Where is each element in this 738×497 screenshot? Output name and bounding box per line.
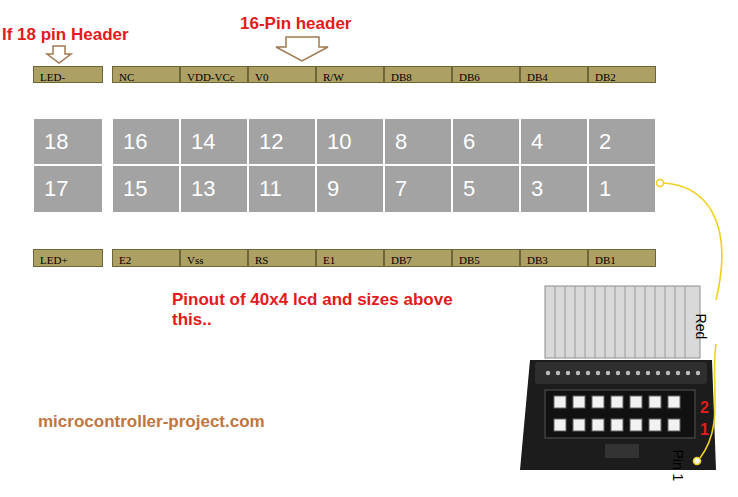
pin-number-cell: 17 bbox=[33, 165, 103, 213]
pin-label-cell: NC bbox=[112, 66, 180, 83]
pin-number-cell: 6 bbox=[452, 118, 520, 165]
pin-name: RS bbox=[249, 253, 268, 267]
pin-label-cell: RS bbox=[248, 249, 316, 267]
pin-number: 7 bbox=[385, 166, 407, 202]
pin-label-cell: DB6 bbox=[452, 66, 520, 83]
header-note: 16-Pin header bbox=[240, 14, 352, 34]
pin-label-cell: LED+ bbox=[33, 249, 103, 267]
pin-number: 5 bbox=[453, 166, 475, 202]
pin-number-cell: 3 bbox=[520, 165, 588, 213]
pin-number-cell: 11 bbox=[248, 165, 316, 213]
pin-number: 15 bbox=[113, 166, 147, 202]
wire-color-label: Red bbox=[693, 313, 710, 339]
pin-number-cell: 1 bbox=[588, 165, 656, 213]
pin-name: DB7 bbox=[385, 253, 412, 267]
pin-one-label: Pin 1 bbox=[670, 449, 687, 481]
pin-label-cell: VDD-VCc bbox=[180, 66, 248, 83]
pin-number-cell: 4 bbox=[520, 118, 588, 165]
pin-number: 4 bbox=[521, 119, 543, 155]
pin-number-cell: 13 bbox=[180, 165, 248, 213]
pin-number: 1 bbox=[589, 166, 611, 202]
pin-name: E1 bbox=[317, 253, 335, 267]
pin-number-cell: 16 bbox=[112, 118, 180, 165]
watermark: microcontroller-project.com bbox=[38, 412, 265, 432]
pin-number: 2 bbox=[589, 119, 611, 155]
pin-number: 12 bbox=[249, 119, 283, 155]
pin-label-cell: Vss bbox=[180, 249, 248, 267]
pin-number-cell: 12 bbox=[248, 118, 316, 165]
down-arrow bbox=[47, 46, 71, 63]
pin-number-cell: 8 bbox=[384, 118, 452, 165]
pin-number: 10 bbox=[317, 119, 351, 155]
pin-label-cell: DB2 bbox=[588, 66, 656, 83]
ribbon-cable bbox=[545, 286, 700, 358]
pin-label-cell: DB1 bbox=[588, 249, 656, 267]
pin-number-cell: 9 bbox=[316, 165, 384, 213]
leader-wire bbox=[657, 180, 722, 465]
pin-name: DB1 bbox=[589, 253, 616, 267]
pin-number-cell: 14 bbox=[180, 118, 248, 165]
pin-number: 17 bbox=[34, 166, 68, 202]
pin-number-cell: 18 bbox=[33, 118, 103, 165]
pin-number: 18 bbox=[34, 119, 68, 155]
pin-number: 9 bbox=[317, 166, 339, 202]
pin-number-cell: 15 bbox=[112, 165, 180, 213]
pin-name: DB3 bbox=[521, 253, 548, 267]
pin-name: DB5 bbox=[453, 253, 480, 267]
pin-label-cell: DB3 bbox=[520, 249, 588, 267]
idc-connector bbox=[520, 360, 716, 470]
pin-name: NC bbox=[113, 70, 134, 83]
pin-number: 14 bbox=[181, 119, 215, 155]
pin-name: DB4 bbox=[521, 70, 548, 83]
pin-name: LED- bbox=[34, 70, 65, 83]
pin-label-cell: R/W bbox=[316, 66, 384, 83]
pin-name: DB6 bbox=[453, 70, 480, 83]
pin-name: DB8 bbox=[385, 70, 412, 83]
pin-label-cell: LED- bbox=[33, 66, 103, 83]
pin-number-cell: 10 bbox=[316, 118, 384, 165]
pin-number: 3 bbox=[521, 166, 543, 202]
pin-number: 13 bbox=[181, 166, 215, 202]
header-note: If 18 pin Header bbox=[2, 25, 129, 45]
pin-row-number: 2 bbox=[700, 398, 709, 417]
pin-number-cell: 5 bbox=[452, 165, 520, 213]
pin-label-cell: DB4 bbox=[520, 66, 588, 83]
pin-name: E2 bbox=[113, 253, 131, 267]
pin-name: R/W bbox=[317, 70, 344, 83]
pin-number: 6 bbox=[453, 119, 475, 155]
pin-label-cell: DB5 bbox=[452, 249, 520, 267]
pin-label-cell: DB8 bbox=[384, 66, 452, 83]
pin-label-cell: E2 bbox=[112, 249, 180, 267]
pin-label-cell: DB7 bbox=[384, 249, 452, 267]
pin-number-cell: 7 bbox=[384, 165, 452, 213]
pin-name: LED+ bbox=[34, 253, 68, 267]
pin-number-cell: 2 bbox=[588, 118, 656, 165]
pin-name: VDD-VCc bbox=[181, 70, 235, 83]
down-arrow bbox=[276, 37, 328, 61]
pin-number: 16 bbox=[113, 119, 147, 155]
pin-number: 11 bbox=[249, 166, 282, 202]
pin-name: DB2 bbox=[589, 70, 616, 83]
note: Pinout of 40x4 lcd and sizes above this.… bbox=[172, 290, 472, 331]
pin-label-cell: V0 bbox=[248, 66, 316, 83]
pin-name: V0 bbox=[249, 70, 268, 83]
pin-row-number: 1 bbox=[700, 420, 709, 439]
pin-number: 8 bbox=[385, 119, 407, 155]
pin-name: Vss bbox=[181, 253, 204, 267]
pin-label-cell: E1 bbox=[316, 249, 384, 267]
